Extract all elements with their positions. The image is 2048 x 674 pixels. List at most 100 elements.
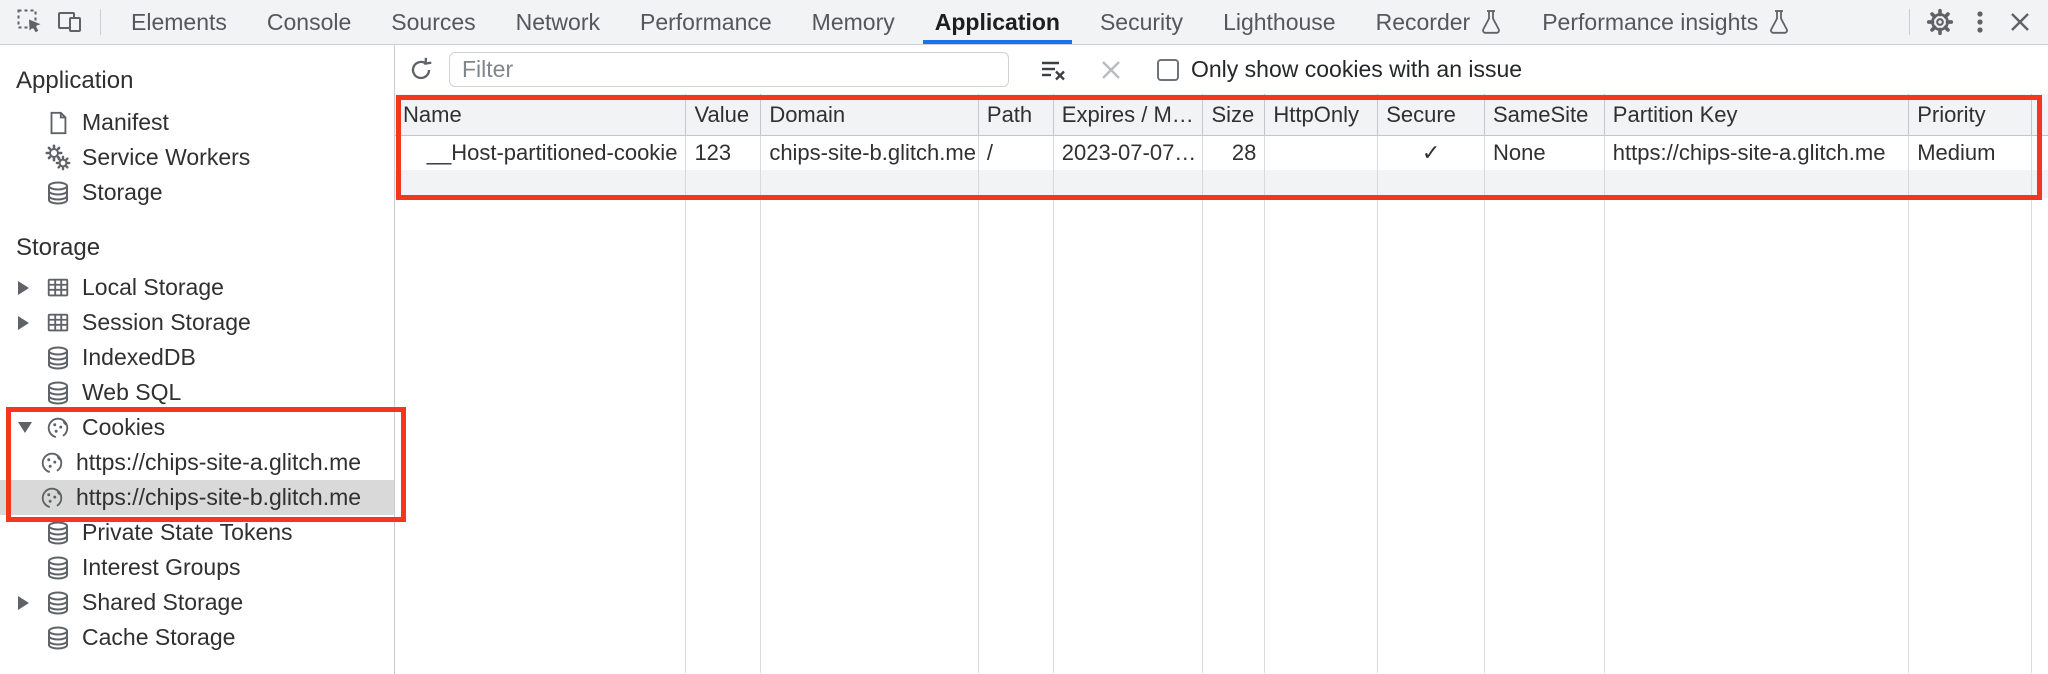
- refresh-button[interactable]: [401, 50, 441, 90]
- close-icon: [2007, 9, 2033, 35]
- empty-table-column: [1909, 198, 2032, 673]
- empty-table-column: [1203, 198, 1266, 673]
- sidebar-item-service-workers[interactable]: Service Workers: [0, 140, 394, 175]
- database-icon: [44, 519, 72, 547]
- cookies-table: Name Value Domain Path Expires / M… Size…: [395, 94, 2048, 673]
- cookie-httponly-cell[interactable]: [1265, 136, 1379, 170]
- close-devtools-button[interactable]: [2000, 2, 2040, 42]
- column-header-name[interactable]: Name: [395, 94, 687, 136]
- application-sidebar: Application Manifest: [0, 45, 395, 674]
- sidebar-panel-title: Application: [16, 67, 134, 94]
- sidebar-item-cookies-chips-site-a[interactable]: https://chips-site-a.glitch.me: [0, 445, 394, 480]
- cookie-priority-cell[interactable]: Medium: [1909, 136, 2032, 170]
- column-header-expires[interactable]: Expires / M…: [1053, 94, 1204, 136]
- active-tab-underline: [922, 40, 1072, 44]
- column-header-size[interactable]: Size: [1203, 94, 1266, 136]
- cookie-value-cell[interactable]: 123: [686, 136, 762, 170]
- only-issue-cookies-label[interactable]: Only show cookies with an issue: [1191, 56, 1523, 82]
- devtools-tabbar: Elements Console Sources Network Perform…: [0, 0, 2048, 45]
- experiment-flask-icon: [1768, 9, 1790, 35]
- cookies-pane: Only show cookies with an issue Name Val…: [395, 45, 2048, 674]
- sidebar-item-indexeddb[interactable]: IndexedDB: [0, 340, 394, 375]
- column-header-path[interactable]: Path: [978, 94, 1054, 136]
- device-toolbar-button[interactable]: [50, 2, 90, 42]
- filter-input[interactable]: [449, 52, 1009, 87]
- clear-all-button[interactable]: [1091, 50, 1131, 90]
- empty-table-column: [1604, 198, 1910, 673]
- database-icon: [44, 379, 72, 407]
- cookie-path-cell[interactable]: /: [978, 136, 1054, 170]
- empty-table-column: [1265, 198, 1379, 673]
- cookie-samesite-cell[interactable]: None: [1485, 136, 1605, 170]
- sidebar-item-session-storage[interactable]: Session Storage: [0, 305, 394, 340]
- cookie-size-cell[interactable]: 28: [1203, 136, 1266, 170]
- column-header-samesite[interactable]: SameSite: [1485, 94, 1605, 136]
- tab-console[interactable]: Console: [266, 8, 352, 35]
- cookie-partition-key-cell[interactable]: https://chips-site-a.glitch.me: [1604, 136, 1910, 170]
- tabbar-right-controls: [1899, 2, 2048, 42]
- tab-performance[interactable]: Performance: [640, 8, 772, 35]
- column-header-value[interactable]: Value: [686, 94, 762, 136]
- cookie-table-filler-stripe: [395, 170, 2048, 198]
- sidebar-item-manifest[interactable]: Manifest: [0, 105, 394, 140]
- kebab-menu-icon: [1967, 9, 1993, 35]
- database-icon: [44, 624, 72, 652]
- tab-application[interactable]: Application: [915, 0, 1080, 44]
- sidebar-item-private-state-tokens[interactable]: Private State Tokens: [0, 515, 394, 550]
- collapse-arrow-icon[interactable]: [18, 422, 32, 433]
- sidebar-item-web-sql[interactable]: Web SQL: [0, 375, 394, 410]
- sidebar-item-storage[interactable]: Storage: [0, 175, 394, 210]
- gears-icon: [44, 143, 72, 172]
- tab-sources[interactable]: Sources: [391, 8, 476, 35]
- tab-lighthouse[interactable]: Lighthouse: [1223, 8, 1336, 35]
- sidebar-item-cookies[interactable]: Cookies: [0, 410, 394, 445]
- tab-elements[interactable]: Elements: [131, 8, 227, 35]
- cookie-table-empty-area: [395, 198, 2048, 673]
- document-icon: [44, 109, 72, 137]
- cookies-toolbar: Only show cookies with an issue: [395, 45, 2048, 94]
- tabbar-right-separator: [1909, 9, 1910, 35]
- tab-network[interactable]: Network: [515, 8, 600, 35]
- column-header-partition-key[interactable]: Partition Key: [1604, 94, 1910, 136]
- table-icon: [44, 274, 72, 302]
- empty-table-column: [395, 198, 687, 673]
- only-issue-cookies-checkbox[interactable]: [1157, 58, 1179, 81]
- experiment-flask-icon: [1480, 9, 1502, 35]
- expand-arrow-icon[interactable]: [18, 595, 29, 610]
- sidebar-item-shared-storage[interactable]: Shared Storage: [0, 585, 394, 620]
- more-options-button[interactable]: [1960, 2, 2000, 42]
- expand-arrow-icon[interactable]: [18, 315, 29, 330]
- tab-recorder[interactable]: Recorder: [1356, 0, 1523, 44]
- sidebar-item-cache-storage[interactable]: Cache Storage: [0, 620, 394, 655]
- tabbar-left-separator: [100, 9, 101, 35]
- cookie-secure-cell[interactable]: ✓: [1378, 136, 1485, 170]
- cookie-name-cell[interactable]: __Host-partitioned-cookie: [395, 136, 687, 170]
- refresh-icon: [406, 55, 436, 85]
- tab-memory[interactable]: Memory: [811, 8, 895, 35]
- cookie-icon: [44, 414, 72, 442]
- column-header-secure[interactable]: Secure: [1378, 94, 1485, 136]
- database-icon: [44, 179, 72, 207]
- cookies-table-header: Name Value Domain Path Expires / M… Size…: [395, 94, 2048, 136]
- database-icon: [44, 554, 72, 582]
- sidebar-item-cookies-chips-site-b[interactable]: https://chips-site-b.glitch.me: [0, 480, 394, 515]
- expand-arrow-icon[interactable]: [18, 280, 29, 295]
- column-header-priority[interactable]: Priority: [1909, 94, 2032, 136]
- tab-performance-insights[interactable]: Performance insights: [1522, 0, 1810, 44]
- column-header-domain[interactable]: Domain: [761, 94, 979, 136]
- tab-security[interactable]: Security: [1099, 8, 1184, 35]
- sidebar-item-local-storage[interactable]: Local Storage: [0, 270, 394, 305]
- cookie-table-row[interactable]: __Host-partitioned-cookie 123 chips-site…: [395, 136, 2048, 170]
- sidebar-item-interest-groups[interactable]: Interest Groups: [0, 550, 394, 585]
- table-icon: [44, 309, 72, 337]
- empty-table-column: [1053, 198, 1204, 673]
- clear-filter-button[interactable]: [1033, 50, 1073, 90]
- cookie-expires-cell[interactable]: 2023-07-07…: [1053, 136, 1204, 170]
- tab-strip: Elements Console Sources Network Perform…: [111, 0, 1899, 44]
- cookie-domain-cell[interactable]: chips-site-b.glitch.me: [761, 136, 979, 170]
- database-icon: [44, 589, 72, 617]
- inspect-element-button[interactable]: [10, 2, 50, 42]
- settings-button[interactable]: [1920, 2, 1960, 42]
- column-header-httponly[interactable]: HttpOnly: [1265, 94, 1379, 136]
